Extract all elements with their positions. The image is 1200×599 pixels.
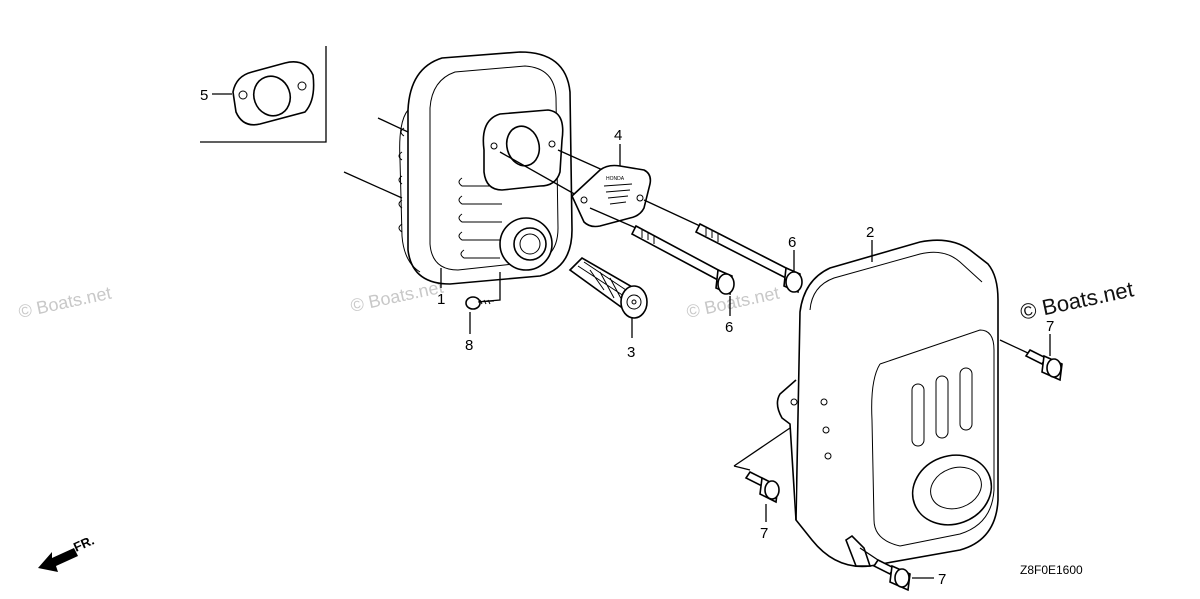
diagram-code: Z8F0E1600 [1020,563,1083,577]
callout-6-upper: 6 [788,234,796,251]
spark-arrester-icon [568,257,648,319]
callout-5: 5 [200,87,208,104]
watermark-center-left: © Boats.net [349,277,445,316]
flange-bolt-bottom-icon [872,558,911,592]
gasket-inset: 5 [200,46,327,143]
front-indicator-label: FR. [71,533,96,555]
bolt-long-upper-icon [694,222,803,294]
callout-3: 3 [627,344,635,361]
callout-6-lower: 6 [725,319,733,336]
front-direction-arrow-icon [38,548,78,572]
gasket-icon [232,61,315,126]
screw-icon [465,296,495,310]
muffler-icon [398,51,573,285]
callout-4: 4 [614,127,622,144]
watermark-right: © Boats.net [1018,276,1136,324]
flange-bolt-right-icon [1024,348,1063,382]
muffler-cover-icon [776,239,999,568]
callout-7-right: 7 [1046,318,1054,335]
flange-bolt-left-icon [744,470,780,504]
bolt-long-lower-icon [630,224,735,296]
callout-1: 1 [437,291,445,308]
callout-7-bottom: 7 [938,571,946,588]
callout-8: 8 [465,337,473,354]
watermark-left: © Boats.net [17,283,113,322]
callout-2: 2 [866,224,874,241]
heat-shield-plate-icon: HONDA [571,164,652,228]
callout-7-left: 7 [760,525,768,542]
honda-logo: HONDA [606,176,625,182]
